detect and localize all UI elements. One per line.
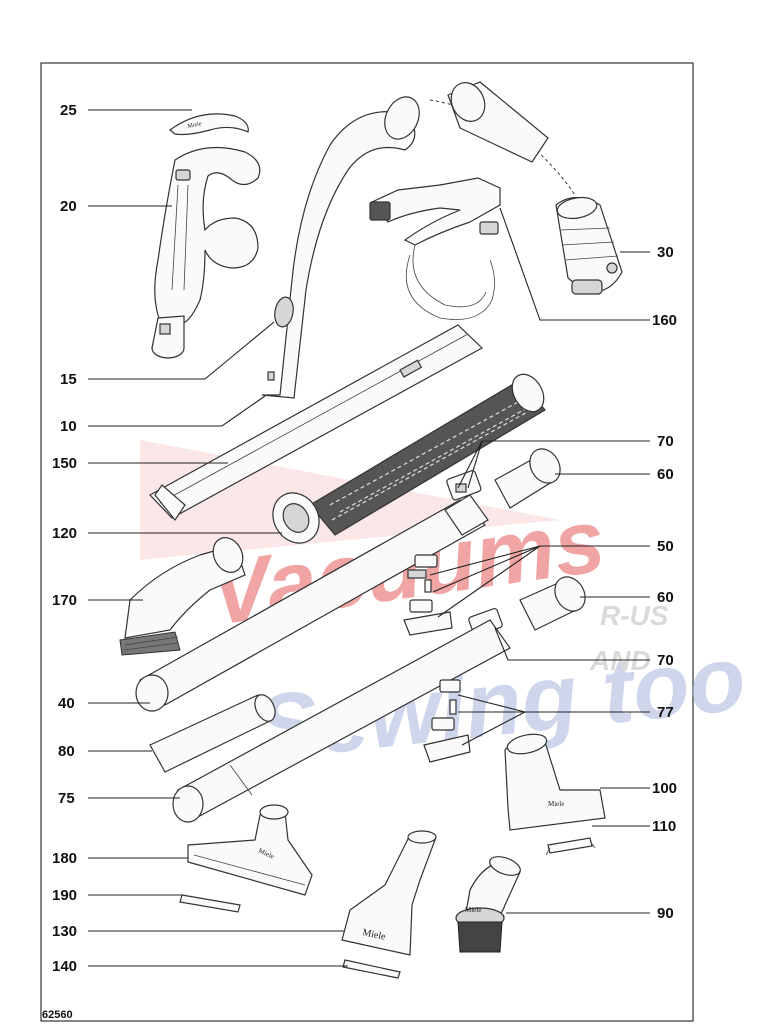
callout-75: 75	[58, 790, 75, 807]
part-40-wand-tube	[135, 494, 489, 712]
callout-40: 40	[58, 695, 75, 712]
callout-60-lower: 60	[657, 589, 674, 606]
callout-25: 25	[60, 102, 77, 119]
callout-labels: 25 20 15 10 150 120 170 40 80 75 180 190…	[52, 102, 677, 975]
part-120-flexible-hose	[272, 373, 546, 544]
callout-60-upper: 60	[657, 466, 674, 483]
part-10-bent-tube	[261, 96, 420, 399]
callout-30: 30	[657, 244, 674, 261]
part-110-strip	[545, 837, 596, 856]
callout-120: 120	[52, 525, 77, 542]
diagram-frame	[40, 62, 694, 1022]
leader-lines	[88, 109, 650, 967]
part-90-brand: Miele	[465, 906, 481, 914]
part-180-floor-tool: Miele	[187, 804, 313, 896]
callout-110: 110	[652, 818, 676, 835]
part-140-strip	[342, 959, 401, 979]
callout-180: 180	[52, 850, 77, 867]
part-70-catch-upper	[446, 469, 482, 501]
callout-160: 160	[652, 312, 677, 329]
callout-20: 20	[60, 198, 77, 215]
part-60-coupling-lower	[519, 576, 586, 631]
part-170-dusting-brush	[119, 537, 246, 656]
callout-130: 130	[52, 923, 77, 940]
part-77-slider-set	[423, 679, 471, 763]
part-25-handle-cover: Miele	[169, 113, 249, 136]
watermark-tag1: R-US	[600, 600, 669, 631]
part-190-strip	[179, 894, 241, 913]
callout-190: 190	[52, 887, 77, 904]
callout-70-upper: 70	[657, 433, 674, 450]
part-30-hose-connector	[429, 81, 623, 295]
footer-code: 62560	[42, 1009, 73, 1021]
callout-170: 170	[52, 592, 77, 609]
part-50-slider-set	[403, 554, 453, 636]
part-130-crevice-nozzle: Miele	[341, 830, 437, 956]
part-75-wand-tube-lower	[172, 619, 511, 823]
callout-100: 100	[652, 780, 677, 797]
part-100-upholstery-nozzle: Miele	[504, 733, 606, 831]
part-60-coupling-upper	[494, 448, 561, 509]
callout-10: 10	[60, 418, 77, 435]
part-90-dusting-brush: Miele	[455, 856, 521, 953]
part-80-extension-tube	[149, 694, 276, 773]
callout-150: 150	[52, 455, 77, 472]
part-150-telescopic-wand	[149, 324, 484, 522]
part-25-brand: Miele	[187, 121, 202, 130]
callout-77: 77	[657, 704, 674, 721]
callout-15: 15	[60, 371, 77, 388]
callout-70-lower: 70	[657, 652, 674, 669]
callout-90: 90	[657, 905, 674, 922]
part-130-brand: Miele	[361, 927, 387, 943]
part-20-handle	[151, 146, 261, 359]
part-160-hose-assembly	[369, 177, 501, 320]
callout-80: 80	[58, 743, 75, 760]
callout-140: 140	[52, 958, 77, 975]
callout-50: 50	[657, 538, 674, 555]
part-100-brand: Miele	[548, 800, 564, 808]
